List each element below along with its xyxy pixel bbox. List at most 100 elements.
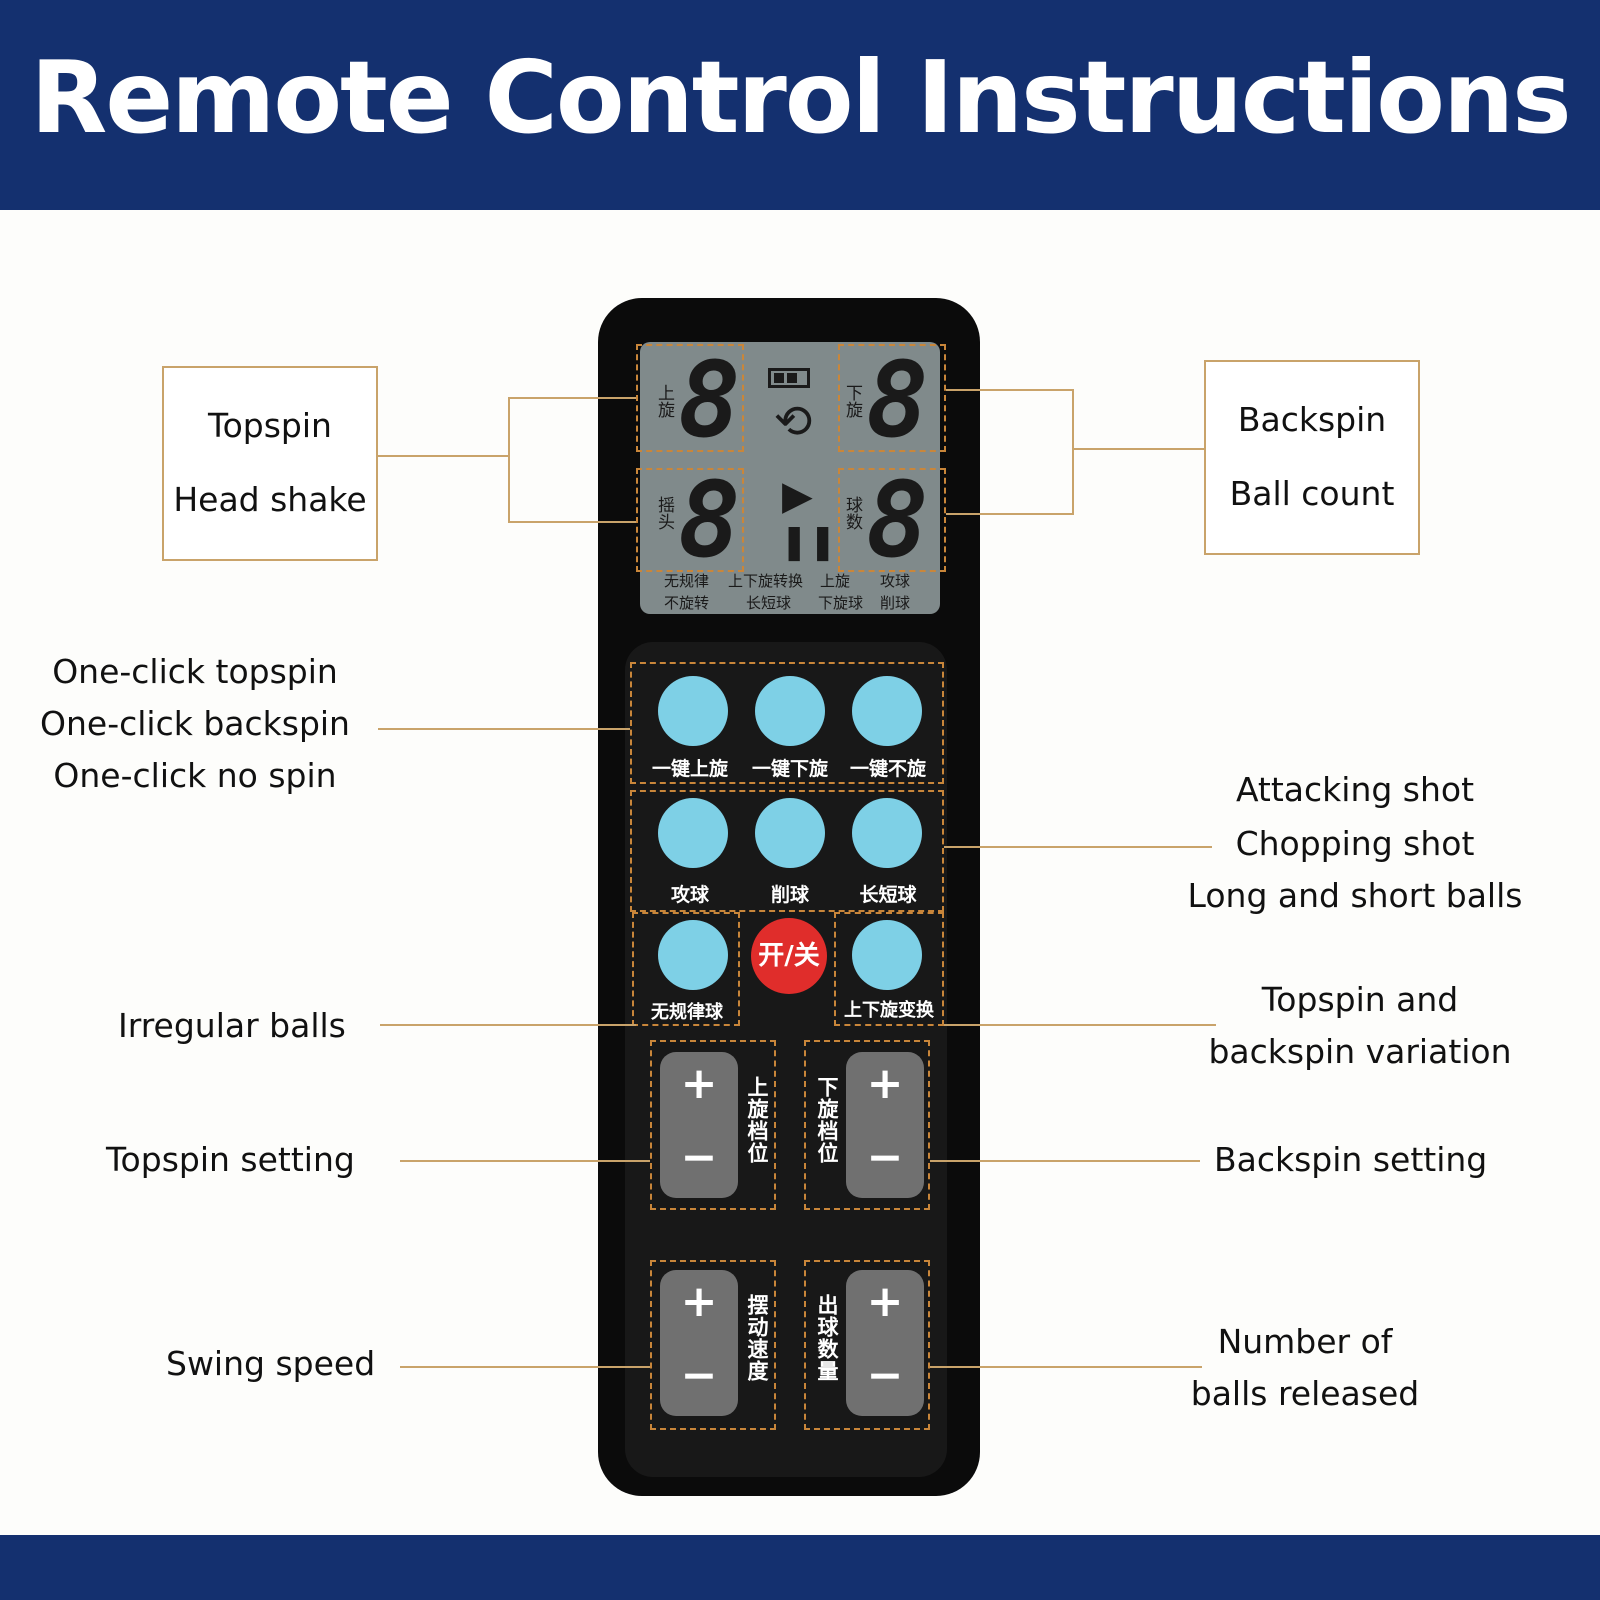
leader-line [930, 1160, 1200, 1162]
swing-speed-label: 摆动速度 [745, 1294, 769, 1382]
leader-line [400, 1160, 650, 1162]
spin-switch-button[interactable] [852, 920, 922, 990]
attack-button[interactable] [658, 798, 728, 868]
backspin-setting-frame [804, 1040, 930, 1210]
topspin-setting-frame [650, 1040, 776, 1210]
one-click-topspin-button[interactable] [658, 676, 728, 746]
minus-icon[interactable]: − [680, 1132, 718, 1183]
minus-icon[interactable]: − [680, 1350, 718, 1401]
topspin-level-label: 上旋档位 [745, 1076, 769, 1164]
callout-irregular-balls: Irregular balls [118, 1006, 346, 1045]
plus-icon[interactable]: + [680, 1058, 718, 1109]
lcd-head-label: 摇头 [654, 496, 674, 530]
lcd-mode-1: 无规律 [664, 572, 710, 590]
callout-swing-speed: Swing speed [166, 1344, 376, 1383]
long-short-label: 长短球 [859, 884, 917, 906]
backspin-rocker[interactable]: + − [846, 1052, 924, 1198]
leader-line [1072, 389, 1074, 515]
leader-line [400, 1366, 650, 1368]
callout-head-shake: Head shake [173, 480, 367, 519]
swing-speed-rocker[interactable]: + − [660, 1270, 738, 1416]
lcd-backspin-label: 下旋 [842, 384, 862, 418]
leader-line [1072, 448, 1204, 450]
leader-line [508, 397, 636, 399]
one-click-no-spin-button[interactable] [852, 676, 922, 746]
header-banner [0, 0, 1600, 210]
backspin-ball-count-callout [1204, 360, 1420, 555]
callout-one-click-topspin: One-click topspin [52, 652, 338, 691]
one-click-backspin-button[interactable] [755, 676, 825, 746]
leader-line [946, 389, 1074, 391]
leader-line [508, 521, 636, 523]
power-button[interactable]: 开/关 [751, 918, 827, 994]
callout-one-click-backspin: One-click backspin [40, 704, 350, 743]
callout-topspin: Topspin [208, 406, 332, 445]
pause-icon: ❚❚ [780, 522, 837, 562]
leader-line [944, 846, 1212, 848]
irregular-frame [632, 912, 740, 1026]
leader-line [508, 397, 510, 523]
long-short-button[interactable] [852, 798, 922, 868]
spin-switch-frame [834, 912, 944, 1026]
leader-line [380, 1024, 636, 1026]
callout-backspin: Backspin [1237, 400, 1387, 439]
ball-quantity-label: 出球数量 [815, 1294, 839, 1382]
callout-backspin-setting: Backspin setting [1214, 1140, 1488, 1179]
lcd-mode-4: 攻球 [880, 572, 911, 590]
chop-button[interactable] [755, 798, 825, 868]
callout-variation-line1: Topspin and [1261, 980, 1459, 1019]
irregular-label: 无规律球 [651, 1002, 723, 1023]
minus-icon[interactable]: − [866, 1132, 904, 1183]
leader-line [944, 1024, 1216, 1026]
ball-quantity-rocker[interactable]: + − [846, 1270, 924, 1416]
lcd-backspin-digit: 8 [866, 339, 929, 461]
battery-icon [768, 368, 810, 388]
one-click-topspin-label: 一键上旋 [651, 758, 728, 780]
lcd-mode-6: 长短球 [746, 594, 792, 612]
play-icon: ▶ [782, 473, 813, 519]
lcd-topspin-frame [636, 344, 744, 452]
leader-line [378, 728, 630, 730]
lcd-mode-3: 上旋 [820, 572, 851, 590]
topspin-rocker[interactable]: + − [660, 1052, 738, 1198]
spin-switch-label: 上下旋变换 [844, 1000, 934, 1021]
backspin-level-label: 下旋档位 [815, 1076, 839, 1164]
irregular-button[interactable] [658, 920, 728, 990]
one-click-group-frame [630, 662, 944, 784]
footer-banner [0, 1535, 1600, 1600]
chop-label: 削球 [770, 884, 809, 906]
lcd-head-frame [636, 468, 744, 572]
callout-variation-line2: backspin variation [1208, 1032, 1512, 1071]
callout-one-click-no-spin: One-click no spin [53, 756, 337, 795]
callout-ball-count: Ball count [1229, 474, 1395, 513]
lcd-mode-2: 上下旋转换 [728, 572, 804, 590]
lcd-count-label: 球数 [842, 496, 862, 530]
plus-icon[interactable]: + [866, 1276, 904, 1327]
page-title: Remote Control Instructions [30, 39, 1571, 156]
callout-chopping-shot: Chopping shot [1235, 824, 1475, 863]
plus-icon[interactable]: + [680, 1276, 718, 1327]
lcd-count-frame [838, 468, 946, 572]
lcd-backspin-frame [838, 344, 946, 452]
one-click-backspin-label: 一键下旋 [751, 758, 828, 780]
plus-icon[interactable]: + [866, 1058, 904, 1109]
topspin-head-shake-callout [162, 366, 378, 561]
swing-speed-frame [650, 1260, 776, 1430]
ball-quantity-frame [804, 1260, 930, 1430]
callout-long-short-balls: Long and short balls [1187, 876, 1523, 915]
lcd-head-digit: 8 [678, 459, 741, 581]
callout-topspin-setting: Topspin setting [106, 1140, 355, 1179]
shot-group-frame [630, 790, 944, 912]
lcd-topspin-digit: 8 [678, 339, 741, 461]
leader-line [930, 1366, 1202, 1368]
lcd-mode-8: 削球 [880, 594, 911, 612]
callout-balls-released-line1: Number of [1217, 1322, 1393, 1361]
lcd-topspin-label: 上旋 [654, 384, 674, 418]
leader-line [946, 513, 1074, 515]
attack-label: 攻球 [670, 884, 709, 906]
one-click-no-spin-label: 一键不旋 [849, 758, 926, 780]
rotate-icon: ⟲ [773, 394, 813, 448]
minus-icon[interactable]: − [866, 1350, 904, 1401]
lcd-mode-5: 不旋转 [664, 594, 710, 612]
lcd-count-digit: 8 [866, 459, 929, 581]
